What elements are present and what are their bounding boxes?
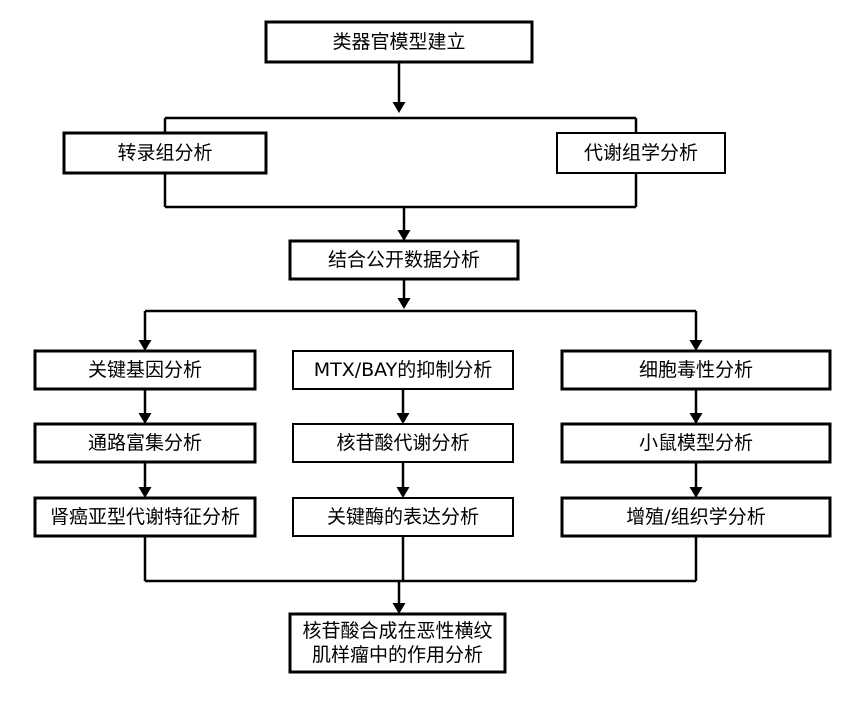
node-key-gene[interactable]: 关键基因分析	[33, 349, 257, 391]
node-label-metabolomics: 代谢组学分析	[584, 142, 698, 164]
node-box-conclusion	[288, 612, 507, 674]
node-key-enzyme[interactable]: 关键酶的表达分析	[292, 497, 514, 537]
node-box-organoid-model	[264, 20, 534, 64]
node-label-rcc-subtype: 肾癌亚型代谢特征分析	[50, 506, 240, 528]
arrowhead-bus-to-key-gene	[138, 340, 152, 351]
arrowhead-mouse-to-proliferation	[689, 487, 703, 498]
node-mouse-model[interactable]: 小鼠模型分析	[560, 422, 832, 464]
node-box-nucleotide-metabolism	[292, 423, 514, 463]
node-box-mtx-bay	[292, 350, 514, 390]
node-box-key-gene	[33, 349, 257, 391]
node-rcc-subtype[interactable]: 肾癌亚型代谢特征分析	[33, 496, 257, 538]
arrowhead-key-gene-to-pathway	[138, 413, 152, 424]
node-label-mouse-model: 小鼠模型分析	[639, 432, 753, 454]
arrowhead-public-data-to-split	[397, 298, 411, 309]
node-cytotoxicity[interactable]: 细胞毒性分析	[560, 349, 832, 391]
node-box-rcc-subtype	[33, 496, 257, 538]
node-label-mtx-bay: MTX/BAY的抑制分析	[314, 359, 493, 381]
node-label-proliferation-histology: 增殖/组织学分析	[626, 506, 765, 528]
node-label-key-gene: 关键基因分析	[88, 359, 202, 381]
node-label-organoid-model: 类器官模型建立	[332, 31, 465, 53]
node-box-public-data	[288, 239, 520, 281]
node-box-pathway-enrich	[33, 422, 257, 464]
node-box-proliferation-histology	[560, 496, 832, 538]
arrowhead-merge-to-public-data	[397, 230, 411, 241]
node-conclusion[interactable]: 核苷酸合成在恶性横纹肌样瘤中的作用分析	[288, 612, 507, 674]
node-box-transcriptome	[62, 131, 268, 175]
arrowhead-merge-to-conclusion	[392, 603, 406, 614]
node-public-data[interactable]: 结合公开数据分析	[288, 239, 520, 281]
node-label-key-enzyme: 关键酶的表达分析	[327, 506, 479, 528]
arrowhead-organoid-to-split-stem	[392, 102, 406, 113]
arrowhead-bus-to-cytotoxicity	[689, 340, 703, 351]
node-metabolomics[interactable]: 代谢组学分析	[556, 132, 726, 174]
node-label-cytotoxicity: 细胞毒性分析	[639, 359, 753, 381]
connector-layer	[138, 62, 703, 614]
node-box-mouse-model	[560, 422, 832, 464]
node-box-key-enzyme	[292, 497, 514, 537]
arrowhead-mtx-to-nucleotide	[396, 413, 410, 424]
node-mtx-bay[interactable]: MTX/BAY的抑制分析	[292, 350, 514, 390]
node-label-transcriptome: 转录组分析	[117, 142, 212, 164]
node-transcriptome[interactable]: 转录组分析	[62, 131, 268, 175]
node-pathway-enrich[interactable]: 通路富集分析	[33, 422, 257, 464]
node-box-metabolomics	[556, 132, 726, 174]
arrowhead-cytotoxicity-to-mouse	[689, 413, 703, 424]
node-label-conclusion: 核苷酸合成在恶性横纹肌样瘤中的作用分析	[302, 620, 492, 666]
node-proliferation-histology[interactable]: 增殖/组织学分析	[560, 496, 832, 538]
node-nucleotide-metabolism[interactable]: 核苷酸代谢分析	[292, 423, 514, 463]
arrowhead-pathway-to-rcc	[138, 487, 152, 498]
node-label-public-data: 结合公开数据分析	[328, 249, 480, 271]
node-label-nucleotide-metabolism: 核苷酸代谢分析	[336, 432, 469, 454]
node-label-pathway-enrich: 通路富集分析	[88, 432, 202, 454]
node-organoid-model[interactable]: 类器官模型建立	[264, 20, 534, 64]
node-box-cytotoxicity	[560, 349, 832, 391]
arrowhead-nucleotide-to-enzyme	[396, 487, 410, 498]
